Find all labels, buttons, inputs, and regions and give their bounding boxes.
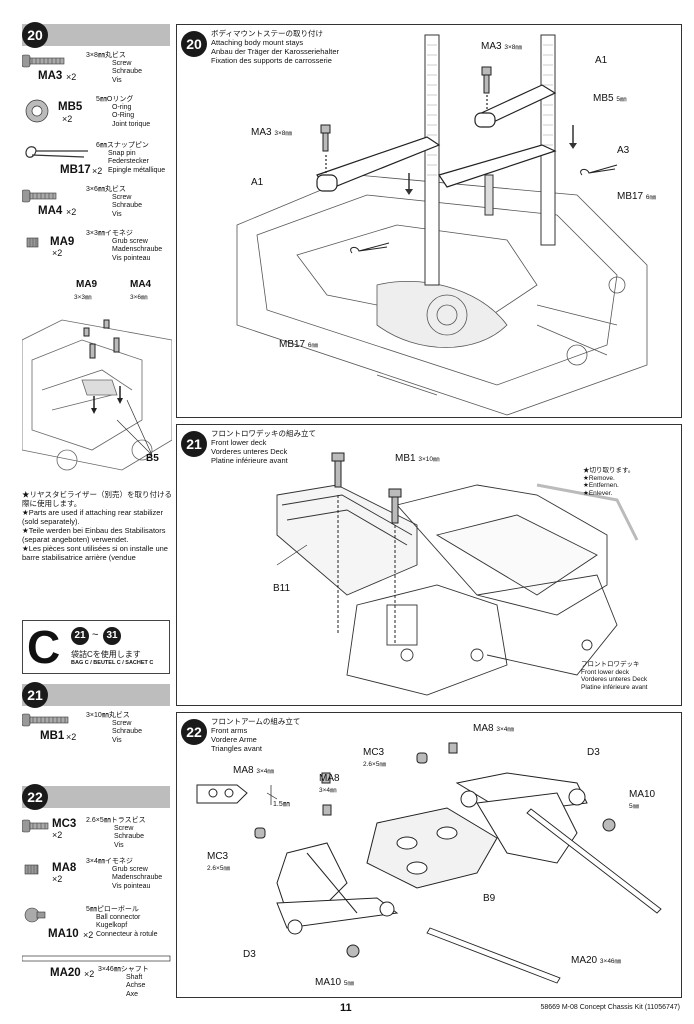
bag-letter: C (27, 621, 61, 673)
part-qty: ×2 (52, 874, 63, 884)
part-code: MB1 (40, 730, 65, 742)
part-code: MA4 (38, 205, 63, 217)
step-21-panel: 21 フロントロワデッキの組み立て Front lower deck Vorde… (176, 424, 682, 706)
label-ma3: MA3 3×8㎜ (481, 41, 522, 52)
part-description: 6㎜スナップピン Snap pin Federstecker Epingle m… (96, 142, 166, 174)
stabilizer-diagram (22, 319, 172, 471)
body-mount-stay-diagram (236, 34, 648, 416)
front-lower-deck-diagram (276, 452, 639, 696)
front-arm-diagram (196, 742, 662, 984)
part-description: 3×3㎜イモネジ Grub screw Madenschraube Vis po… (86, 230, 163, 262)
grub-screw-icon (26, 237, 39, 248)
diagram-label: 3×3㎜ (74, 294, 92, 301)
label-a1: A1 (251, 177, 264, 188)
label-d3: D3 (587, 747, 600, 758)
label-b9: B9 (483, 893, 496, 904)
diagram-label: MA4 (130, 279, 152, 290)
part-code: MA8 (52, 862, 77, 874)
step-22-header: 22 (22, 784, 170, 810)
step-title: ボディマウントステーの取り付け Attaching body mount sta… (211, 29, 339, 65)
diagram-label: B5 (146, 453, 159, 464)
label-a3: A3 (617, 145, 630, 156)
label-a1: A1 (595, 55, 608, 66)
ball-connector-icon (24, 907, 46, 923)
grub-screw-icon (24, 864, 39, 875)
deck-note: フロントロワデッキ Front lower deck Vorderes unte… (581, 661, 648, 691)
part-description: 5㎜Oリング O-ring O-Ring Joint torique (96, 96, 151, 128)
part-qty: ×2 (62, 114, 73, 124)
step-title: フロントアームの組み立て Front arms Vordere Arme Tri… (211, 717, 301, 753)
diagram-label: MA9 (76, 279, 98, 290)
part-qty: ×2 (66, 732, 77, 742)
part-code: MB17 (60, 164, 91, 176)
snap-pin-icon (25, 146, 88, 158)
screw-icon (22, 713, 69, 727)
bag-en: BAG C / BEUTEL C / SACHET C (71, 660, 154, 666)
part-code: MB5 (58, 101, 83, 113)
bag-c-box: C 21 ~ 31 袋詰Cを使用します BAG C / BEUTEL C / S… (22, 620, 170, 674)
label-gap: 1.5㎜ (273, 801, 290, 808)
step-number: 21 (181, 431, 207, 457)
label-mb17: MB17 6㎜ (617, 191, 657, 202)
step-22-panel: 22 フロントアームの組み立て Front arms Vordere Arme … (176, 712, 682, 998)
step-21-header: 21 (22, 682, 170, 708)
label-mb17: MB17 6㎜ (279, 339, 319, 350)
part-qty: ×2 (52, 248, 63, 258)
part-description: 2.6×5㎜トラスビス Screw Schraube Vis (86, 817, 146, 849)
label-ma3: MA3 3×8㎜ (251, 127, 292, 138)
part-description: 5㎜ピローボール Ball connector Kugelkopf Connec… (86, 906, 158, 938)
cut-note: ★切り取ります。 ★Remove. ★Entfernen. ★Enlever. (583, 467, 635, 497)
step-number: 22 (22, 784, 48, 810)
step-20-header: 20 (22, 22, 170, 48)
kit-info: 58669 M-08 Concept Chassis Kit (11056747… (540, 1004, 680, 1011)
part-code: MA10 (48, 928, 79, 940)
step-20-panel: 20 ボディマウントステーの取り付け Attaching body mount … (176, 24, 682, 418)
part-description: 3×10㎜丸ビス Screw Schraube Vis (86, 712, 142, 744)
step-number: 20 (22, 22, 48, 48)
label-ma8: MA8 3×4㎜ (473, 723, 514, 734)
step-number: 21 (22, 682, 48, 708)
part-code: MC3 (52, 818, 77, 830)
stabilizer-note: ★リヤスタビライザー（別売）を取り付ける際に使用します。 ★Parts are … (22, 490, 172, 562)
page-number: 11 (340, 1002, 352, 1014)
part-qty: ×2 (52, 830, 63, 840)
step-number: 20 (181, 31, 207, 57)
step-title: フロントロワデッキの組み立て Front lower deck Vorderes… (211, 429, 316, 465)
step-from: 21 (71, 627, 89, 645)
part-qty: ×2 (66, 207, 77, 217)
label-ma10: MA10 5㎜ (315, 977, 355, 988)
label-ma20: MA20 3×46㎜ (571, 955, 622, 966)
part-code: MA9 (50, 236, 75, 248)
screw-icon (22, 189, 57, 203)
label-d3: D3 (243, 949, 256, 960)
diagram-label: 3×6㎜ (130, 294, 148, 301)
part-description: 3×4㎜イモネジ Grub screw Madenschraube Vis po… (86, 858, 163, 890)
bag-jp: 袋詰Cを使用します (71, 650, 141, 659)
part-description: 3×8㎜丸ビス Screw Schraube Vis (86, 52, 142, 84)
step-to: 31 (103, 627, 121, 645)
part-qty: ×2 (92, 166, 103, 176)
label-b11: B11 (273, 583, 291, 594)
part-qty: ×2 (83, 930, 94, 940)
shaft-icon (22, 955, 171, 962)
part-description: 3×6㎜丸ビス Screw Schraube Vis (86, 186, 142, 218)
part-qty: ×2 (84, 969, 95, 979)
step-number: 22 (181, 719, 207, 745)
o-ring-icon (25, 99, 49, 123)
part-qty: ×2 (66, 72, 77, 82)
label-mb1: MB1 3×10㎜ (395, 453, 440, 464)
label-ma8: MA8 3×4㎜ (233, 765, 274, 776)
screw-icon (22, 819, 49, 833)
screw-icon (22, 54, 65, 68)
label-mb5: MB5 5㎜ (593, 93, 627, 104)
part-code: MA3 (38, 70, 63, 82)
part-description: 3×46㎜シャフト Shaft Achse Axe (98, 966, 149, 998)
bag-tilde: ~ (92, 629, 99, 641)
part-code: MA20 (50, 967, 81, 979)
